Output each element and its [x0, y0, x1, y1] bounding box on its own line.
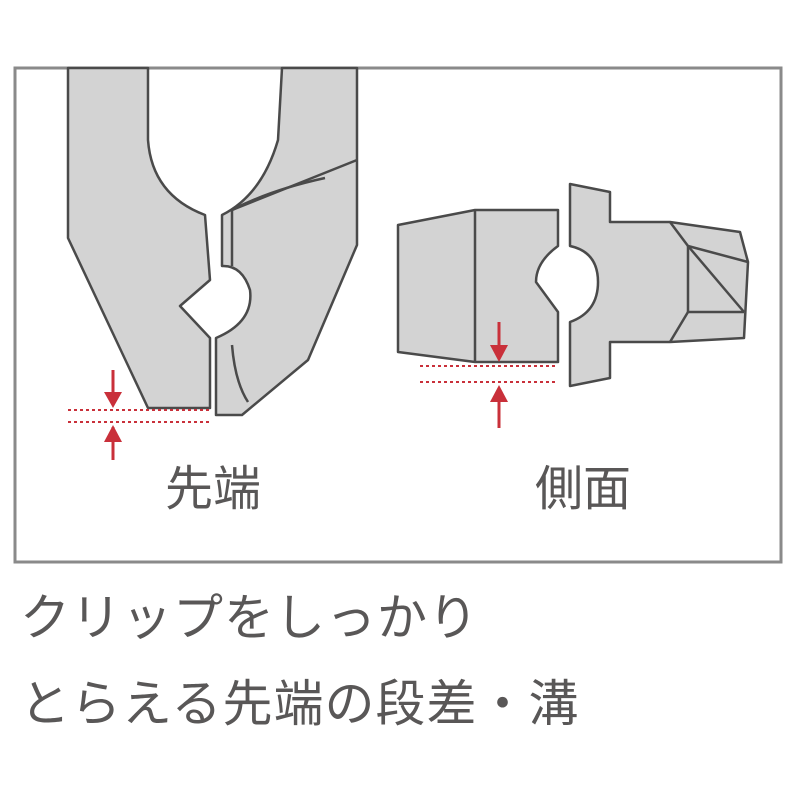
side-left-block: [396, 208, 560, 364]
right-jaw-facet: [231, 176, 326, 212]
side-view: [396, 182, 750, 388]
side-groove-marker: [420, 322, 558, 428]
side-right-block: [568, 182, 750, 388]
tip-step-marker: [68, 370, 212, 460]
right-jaw-facet: [230, 344, 250, 403]
label-side: 側面: [535, 461, 631, 517]
right-jaw: [214, 66, 359, 417]
tip-view: [66, 66, 359, 417]
label-tip: 先端: [165, 461, 261, 517]
left-jaw: [66, 66, 212, 410]
caption-line-2: とらえる先端の段差・溝: [20, 675, 580, 733]
caption-line-1: クリップをしっかり: [20, 589, 479, 647]
